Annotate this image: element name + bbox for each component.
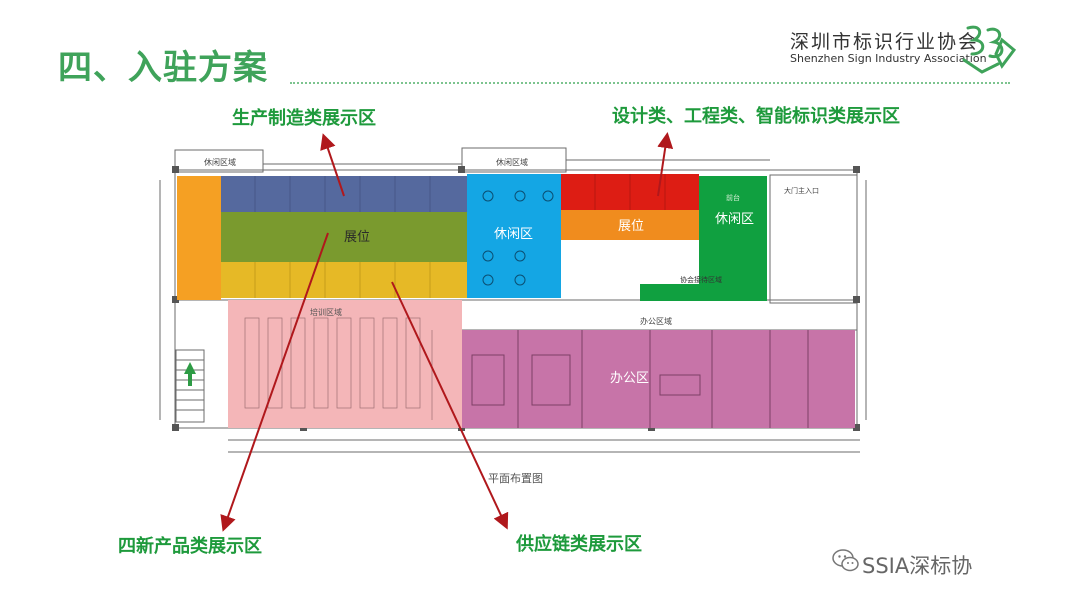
zone-green-reception <box>640 284 712 301</box>
label-lounge-green: 休闲区 <box>715 212 754 227</box>
arrow-design <box>657 132 674 197</box>
wechat-icon <box>832 549 859 572</box>
callout-design: 设计类、工程类、智能标识类展示区 <box>612 106 900 127</box>
callout-supply-chain: 供应链类展示区 <box>516 534 642 555</box>
callout-arrows <box>220 132 674 532</box>
label-booth-right: 展位 <box>618 219 644 234</box>
booth-grid-navy <box>254 176 431 212</box>
callout-manufacturing: 生产制造类展示区 <box>232 108 376 129</box>
zone-orange-left <box>177 176 221 300</box>
plan-caption: 平面布置图 <box>488 472 543 485</box>
arrow-manufacturing <box>320 133 345 197</box>
green-arrow-icon <box>184 362 196 386</box>
page-title: 四、入驻方案 <box>58 48 268 88</box>
lounge-tables <box>482 190 554 286</box>
booth-grid-red <box>594 174 666 210</box>
label-lounge-blue: 休闲区 <box>494 227 533 242</box>
label-office: 办公区 <box>610 371 649 386</box>
label-main-entrance: 大门主入口 <box>784 186 819 195</box>
label-office-reception: 协会接待区域 <box>680 275 722 284</box>
zone-olive <box>221 212 467 262</box>
label-lounge-area-2: 休闲区域 <box>496 157 528 167</box>
zone-green-lounge <box>699 176 767 301</box>
label-lounge-area-1: 休闲区域 <box>204 157 236 167</box>
association-logo-icon <box>962 25 1017 74</box>
stair-left <box>175 349 205 423</box>
arrow-new-products <box>220 232 329 532</box>
zone-pink-training <box>228 300 462 428</box>
booth-grid-yellow <box>254 262 431 298</box>
watermark: SSIA深标协 <box>862 554 973 578</box>
zone-yellow <box>221 262 467 298</box>
callout-new-products: 四新产品类展示区 <box>118 536 262 557</box>
zone-orange-booth <box>561 210 699 240</box>
zone-magenta-office <box>462 330 855 428</box>
org-name-en: Shenzhen Sign Industry Association <box>790 52 987 65</box>
label-office-area: 办公区域 <box>640 316 672 326</box>
title-divider <box>290 82 1010 84</box>
label-front-desk: 前台 <box>726 193 740 202</box>
label-booth-left: 展位 <box>344 230 370 245</box>
label-training-area: 培训区域 <box>310 307 342 317</box>
arrow-supply-chain <box>391 281 509 530</box>
org-name-cn: 深圳市标识行业协会 <box>790 31 980 53</box>
office-partitions <box>471 330 809 428</box>
